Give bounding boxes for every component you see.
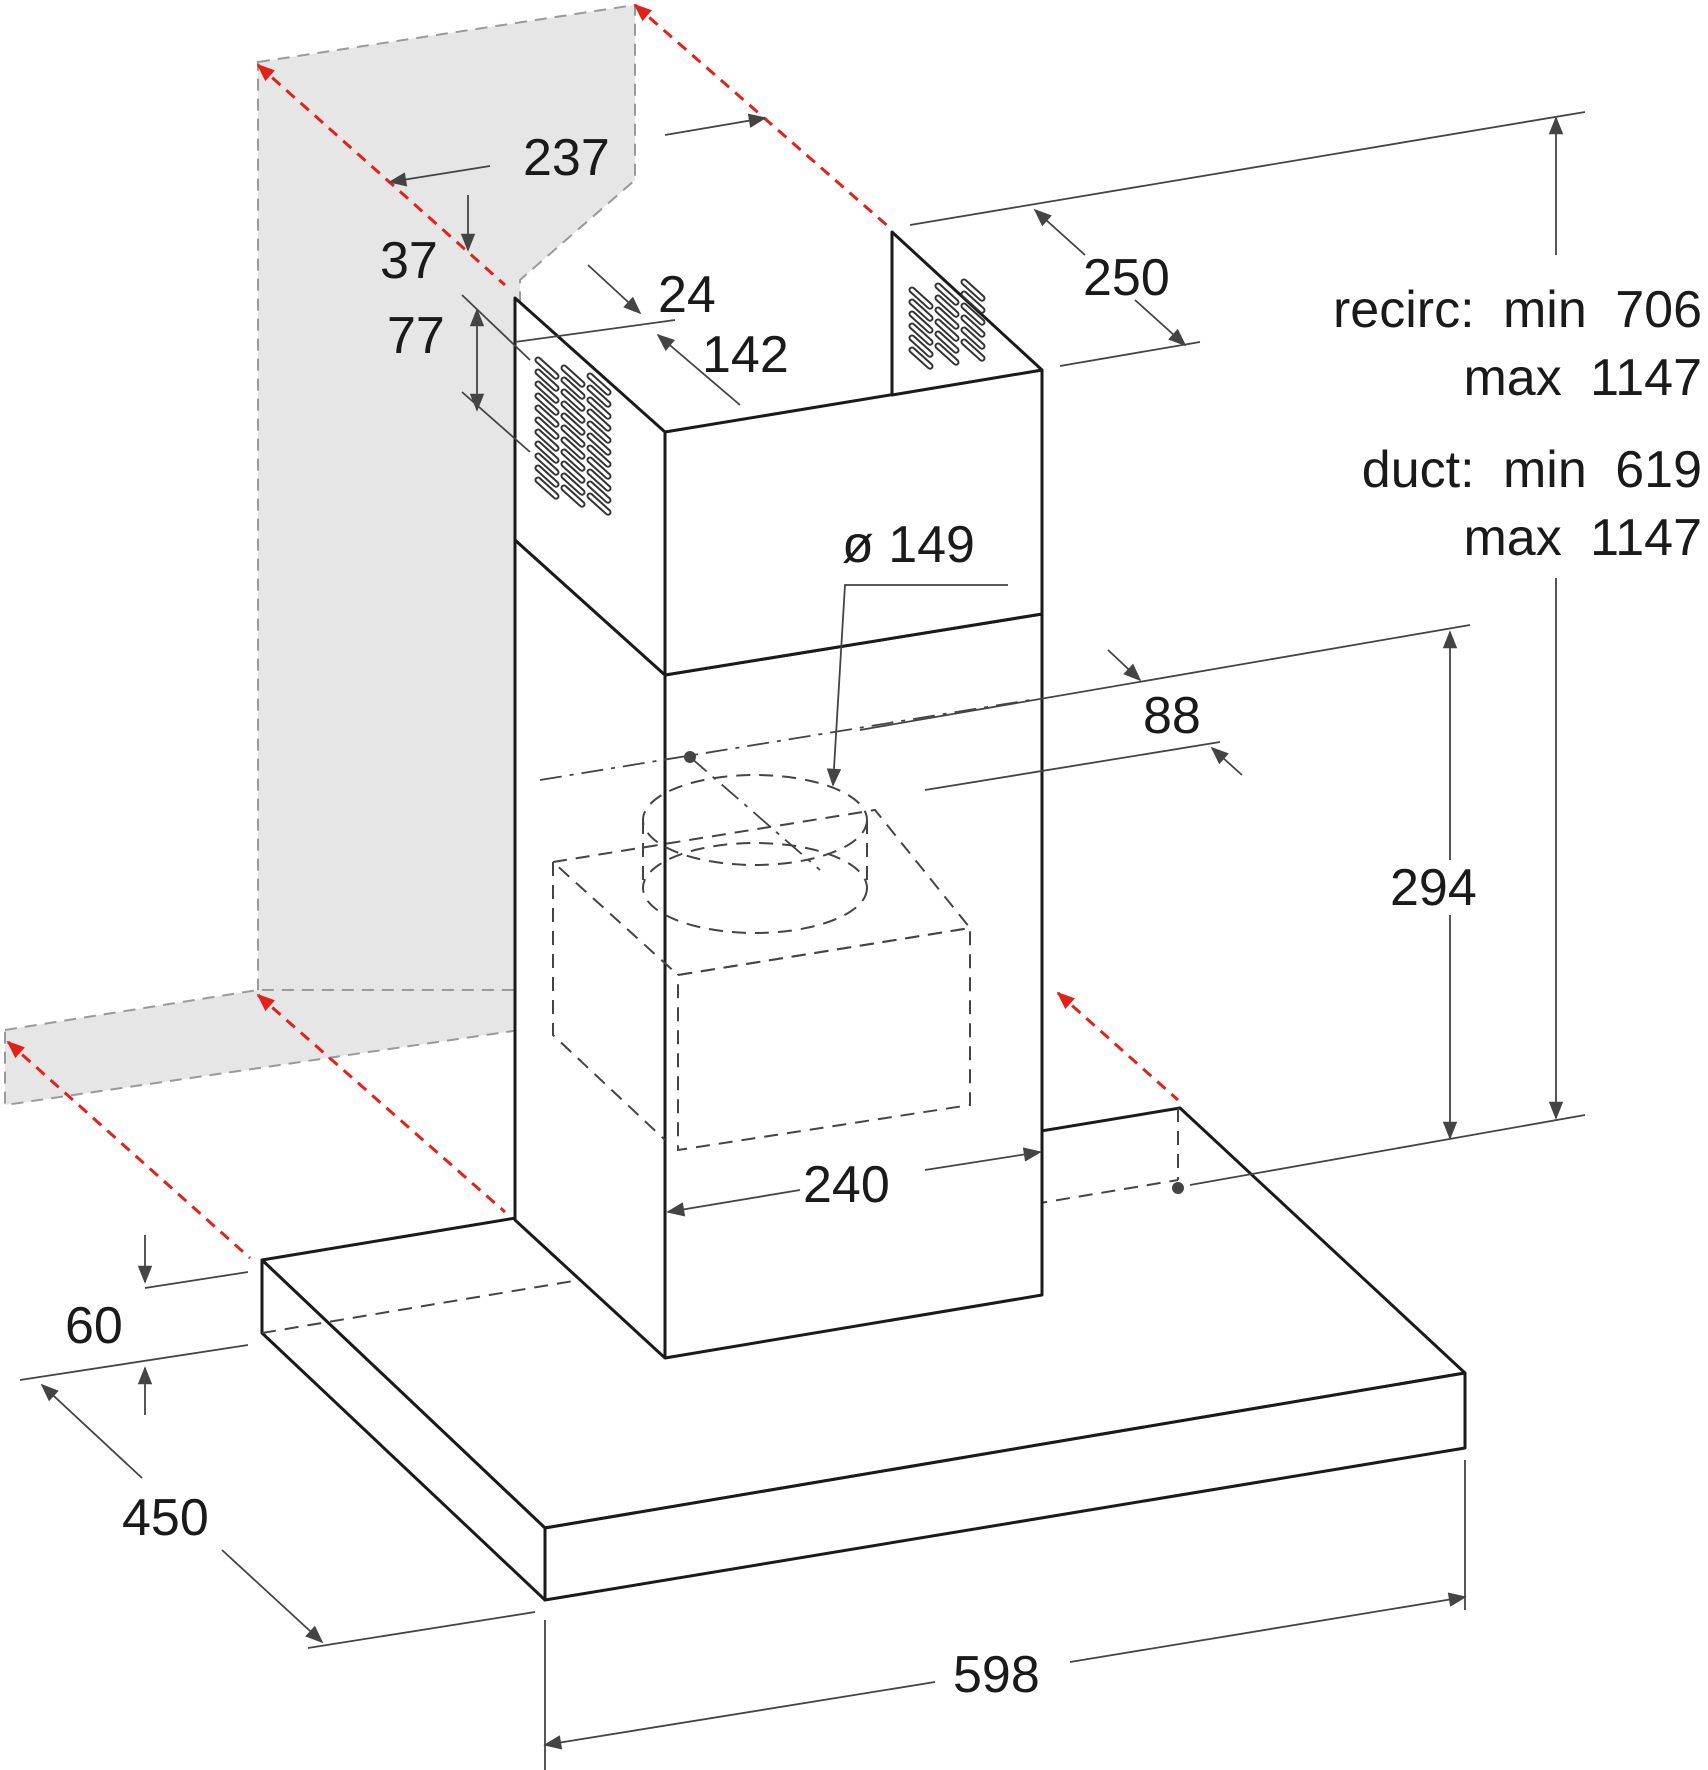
vent-slot-inner xyxy=(588,446,610,466)
vent-slot-inner xyxy=(562,390,584,410)
vent-slot-inner xyxy=(588,374,610,394)
label-237: 237 xyxy=(523,129,610,187)
vent-slot-inner xyxy=(536,370,558,390)
label-240: 240 xyxy=(803,1156,890,1214)
recirc-min-line: recirc: min 706 xyxy=(1333,281,1702,339)
vent-slot-inner xyxy=(910,300,932,320)
dimension-lines xyxy=(19,111,1586,1770)
vent-slot-inner xyxy=(562,426,584,446)
vent-slot-inner xyxy=(588,470,610,490)
recirc-min-value: 706 xyxy=(1615,281,1702,339)
recirc-min-label: min xyxy=(1503,281,1587,339)
motor-box-hidden xyxy=(539,699,1031,1152)
vent-slot-inner xyxy=(536,454,558,474)
vent-slot-inner xyxy=(588,494,610,514)
label-diameter-149: ø 149 xyxy=(842,516,975,574)
vent-slots xyxy=(534,278,986,516)
vent-slot-inner xyxy=(936,296,958,316)
vent-slot-inner xyxy=(910,348,932,368)
vent-slot-inner xyxy=(562,414,584,434)
vent-slot-inner xyxy=(562,474,584,494)
vent-slot-inner xyxy=(910,324,932,344)
vent-slot-inner xyxy=(910,288,932,308)
installation-heights: recirc: min 706 max 1147 duct: min 619 m… xyxy=(1333,281,1702,567)
label-77: 77 xyxy=(387,307,445,365)
vent-slot-inner xyxy=(962,340,984,360)
vent-slot-inner xyxy=(588,482,610,502)
vent-slot-inner xyxy=(536,406,558,426)
label-60: 60 xyxy=(65,1297,123,1355)
label-598: 598 xyxy=(953,1646,1040,1704)
vent-slot-inner xyxy=(562,402,584,422)
duct-min-label: min xyxy=(1503,441,1587,499)
label-37: 37 xyxy=(380,232,438,290)
vent-slot-inner xyxy=(536,430,558,450)
vent-slot-inner xyxy=(536,358,558,378)
vent-slot-inner xyxy=(536,418,558,438)
vent-slot-inner xyxy=(936,332,958,352)
vent-slot-inner xyxy=(588,410,610,430)
vent-slot-inner xyxy=(562,486,584,506)
label-450: 450 xyxy=(122,1489,209,1547)
vent-slot-inner xyxy=(536,442,558,462)
lower-chimney xyxy=(513,538,1044,1360)
vent-slot-inner xyxy=(536,478,558,498)
vent-slot-inner xyxy=(562,450,584,470)
recirc-label: recirc: xyxy=(1333,281,1475,339)
duct-max-line: max 1147 xyxy=(1463,509,1702,567)
vent-slot-inner xyxy=(962,328,984,348)
vent-slot-inner xyxy=(962,316,984,336)
duct-min-value: 619 xyxy=(1615,441,1702,499)
vent-slot-inner xyxy=(962,280,984,300)
vent-slot-inner xyxy=(936,344,958,364)
recirc-max-label: max xyxy=(1463,349,1561,407)
label-142: 142 xyxy=(702,326,789,384)
vent-slot-inner xyxy=(588,422,610,442)
label-250: 250 xyxy=(1083,249,1170,307)
vent-slot-inner xyxy=(588,458,610,478)
vent-slot-inner xyxy=(962,292,984,312)
vent-slot-inner xyxy=(588,398,610,418)
vent-slot-inner xyxy=(936,320,958,340)
vent-slot-inner xyxy=(562,378,584,398)
vent-slot-inner xyxy=(562,438,584,458)
vent-slot-inner xyxy=(562,366,584,386)
vent-slot-inner xyxy=(936,308,958,328)
vent-slot-inner xyxy=(588,434,610,454)
duct-max-label: max xyxy=(1463,509,1561,567)
vent-slot-inner xyxy=(910,312,932,332)
vent-slot-inner xyxy=(562,462,584,482)
label-24: 24 xyxy=(658,266,716,324)
duct-label: duct: xyxy=(1362,441,1475,499)
duct-max-value: 1147 xyxy=(1590,509,1702,567)
duct-min-line: duct: min 619 xyxy=(1362,441,1702,499)
recirc-max-line: max 1147 xyxy=(1463,349,1702,407)
vent-slot-inner xyxy=(536,382,558,402)
vent-slot-inner xyxy=(536,394,558,414)
recirc-max-value: 1147 xyxy=(1590,349,1702,407)
vent-slot-inner xyxy=(588,386,610,406)
vent-slot-inner xyxy=(910,336,932,356)
label-88: 88 xyxy=(1143,687,1201,745)
vent-slot-inner xyxy=(536,466,558,486)
label-294: 294 xyxy=(1390,859,1477,917)
vent-slot-inner xyxy=(936,284,958,304)
vent-slot-inner xyxy=(962,304,984,324)
dimension-labels: 237 37 24 77 142 250 ø 149 88 294 240 60… xyxy=(65,129,1477,1704)
